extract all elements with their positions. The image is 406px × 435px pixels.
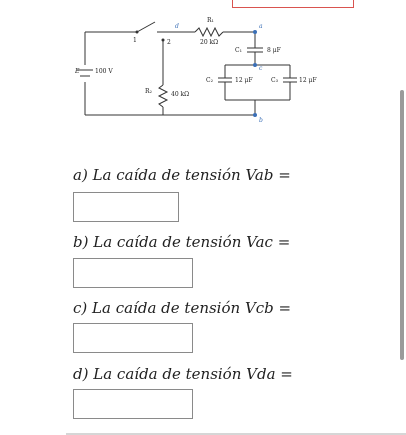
vertical-scrollbar[interactable] bbox=[400, 90, 404, 360]
label-r2: R₂ bbox=[145, 88, 153, 95]
label-node-b: b bbox=[259, 117, 263, 124]
question-d: d) La caída de tensión Vda = bbox=[73, 365, 293, 383]
label-c3: C₃ bbox=[271, 77, 279, 84]
answer-input-vcb[interactable] bbox=[73, 323, 193, 353]
label-c2: C₂ bbox=[206, 77, 214, 84]
question-letter: b) bbox=[73, 233, 89, 251]
question-text: La caída de tensión Vcb = bbox=[92, 299, 292, 317]
label-c2-value: 12 μF bbox=[235, 77, 253, 84]
label-c1: C₁ bbox=[235, 47, 242, 54]
label-node-a: a bbox=[259, 23, 263, 30]
question-letter: a) bbox=[73, 166, 88, 184]
question-c: c) La caída de tensión Vcb = bbox=[73, 299, 291, 317]
label-c3-value: 12 μF bbox=[299, 77, 317, 84]
question-b: b) La caída de tensión Vac = bbox=[73, 233, 290, 251]
label-switch-2: 2 bbox=[167, 39, 171, 46]
label-r1: R₁ bbox=[207, 17, 214, 24]
label-emf-value: 100 V bbox=[95, 68, 113, 75]
question-text: La caída de tensión Vac = bbox=[93, 233, 291, 251]
label-r1-value: 20 kΩ bbox=[200, 39, 218, 46]
answer-input-vac[interactable] bbox=[73, 258, 193, 288]
circuit-diagram: R₁ 20 kΩ C₁ 8 μF C₂ 12 μF C₃ 12 μF R₂ 40… bbox=[75, 17, 317, 124]
label-emf: E bbox=[75, 68, 80, 75]
question-letter: d) bbox=[73, 365, 89, 383]
label-r2-value: 40 kΩ bbox=[171, 91, 189, 98]
previous-answer-input[interactable] bbox=[232, 0, 354, 8]
label-switch-1: 1 bbox=[133, 37, 137, 44]
question-text: La caída de tensión Vab = bbox=[92, 166, 291, 184]
label-node-c: c bbox=[259, 65, 263, 72]
question-a: a) La caída de tensión Vab = bbox=[73, 166, 291, 184]
label-c1-value: 8 μF bbox=[267, 47, 281, 54]
answer-input-vda[interactable] bbox=[73, 389, 193, 419]
answer-input-vab[interactable] bbox=[73, 192, 179, 222]
bottom-divider bbox=[66, 433, 406, 435]
question-text: La caída de tensión Vda = bbox=[93, 365, 293, 383]
question-letter: c) bbox=[73, 299, 88, 317]
label-node-d: d bbox=[175, 23, 179, 30]
